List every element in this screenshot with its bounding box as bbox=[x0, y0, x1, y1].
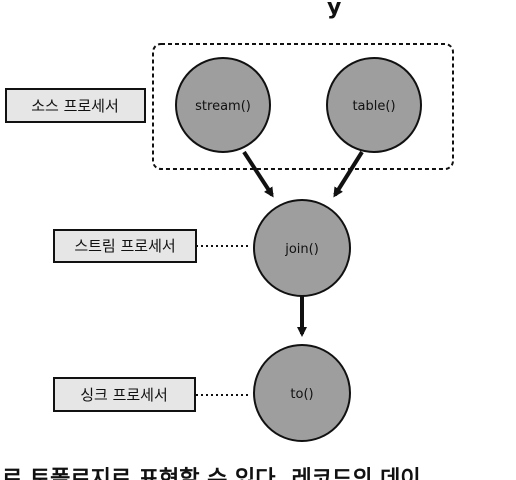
source-group-box bbox=[152, 43, 454, 170]
arrow-table-to-join bbox=[333, 150, 364, 198]
arrow-stream-to-join bbox=[242, 150, 274, 198]
node-join: join() bbox=[253, 199, 351, 297]
bottom-caption-fragment: 로 토폴로지로 표현할 수 있다. 레코드의 데이 bbox=[2, 467, 421, 480]
label-source-text: 소스 프로세서 bbox=[31, 97, 119, 115]
top-caption-fragment: y bbox=[327, 0, 341, 20]
node-table: table() bbox=[326, 57, 422, 153]
label-source-processor: 소스 프로세서 bbox=[5, 88, 146, 123]
node-stream: stream() bbox=[175, 57, 271, 153]
node-join-label: join() bbox=[284, 242, 319, 257]
node-to: to() bbox=[253, 344, 351, 442]
label-stream-processor: 스트림 프로세서 bbox=[53, 229, 197, 263]
label-stream-text: 스트림 프로세서 bbox=[74, 237, 175, 255]
label-sink-processor: 싱크 프로세서 bbox=[53, 377, 196, 412]
node-to-label: to() bbox=[290, 387, 313, 402]
node-table-label: table() bbox=[352, 99, 395, 114]
label-sink-text: 싱크 프로세서 bbox=[80, 386, 168, 404]
node-stream-label: stream() bbox=[195, 99, 251, 114]
